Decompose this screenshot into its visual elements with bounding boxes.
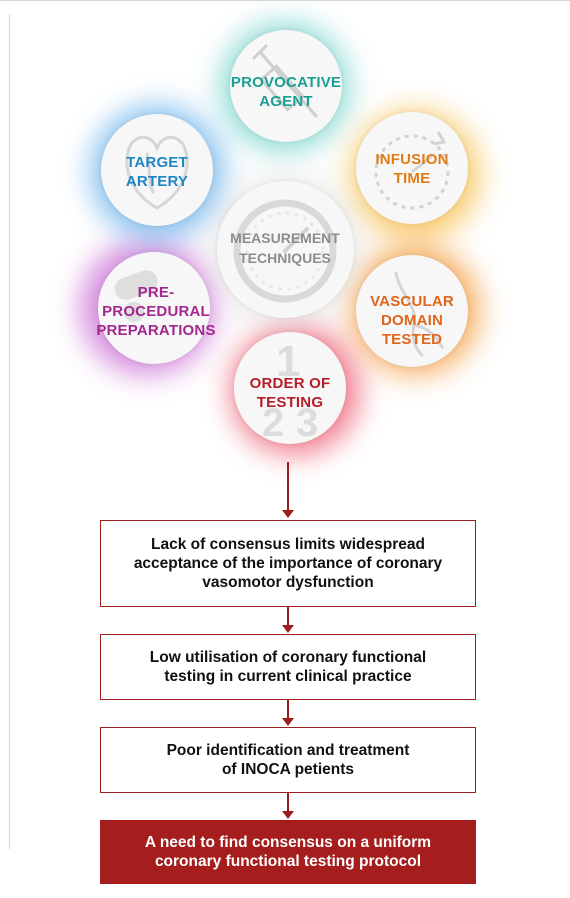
flow-box-3: Poor identification and treatment of INO… xyxy=(100,727,476,793)
bubble-order-of-testing: 1 2 3 xyxy=(234,332,346,444)
bubble-target-artery xyxy=(101,114,213,226)
flow-box-3-line-1: Poor identification and treatment xyxy=(166,742,410,759)
center-label-line-1: MEASUREMENT xyxy=(230,230,340,246)
center-circle xyxy=(217,181,354,318)
svg-text:3: 3 xyxy=(296,401,318,444)
flow-box-2: Low utilisation of coronary functional t… xyxy=(100,634,476,700)
top-rule xyxy=(0,0,570,1)
arrow-head-1 xyxy=(282,510,294,518)
arrow-line-3 xyxy=(287,700,289,720)
label-infusion-time: INFUSION TIME xyxy=(352,150,472,188)
pill-icon xyxy=(114,270,158,322)
stopwatch-icon xyxy=(374,131,450,210)
label-line: PROCEDURAL xyxy=(102,303,210,320)
arrow-head-2 xyxy=(282,625,294,633)
label-target-artery: TARGET ARTERY xyxy=(104,153,210,191)
label-line: PROVOCATIVE xyxy=(230,74,342,91)
svg-text:1: 1 xyxy=(276,337,300,386)
label-line: AGENT xyxy=(259,93,313,110)
arrow-line-1 xyxy=(287,462,289,512)
flow-box-1-line-3: vasomotor dysfunction xyxy=(202,574,374,591)
bubble-vascular-domain-tested xyxy=(356,255,468,367)
numbers-icon: 1 2 3 xyxy=(262,337,318,444)
left-rule xyxy=(9,14,10,849)
syringe-icon xyxy=(252,44,318,118)
label-line: PREPARATIONS xyxy=(96,322,216,339)
bubble-pre-procedural-preparations xyxy=(98,252,210,364)
arrow-line-4 xyxy=(287,793,289,813)
label-order-of-testing: ORDER OF TESTING xyxy=(225,374,355,412)
flow-box-1: Lack of consensus limits widespread acce… xyxy=(100,520,476,607)
arrow-line-2 xyxy=(287,607,289,627)
label-line: TIME xyxy=(393,170,431,187)
label-line: PRE- xyxy=(137,284,175,301)
label-line: ORDER OF xyxy=(249,375,331,392)
label-line: VASCULAR xyxy=(370,293,454,310)
flow-box-3-line-2: of INOCA petients xyxy=(221,761,355,778)
flow-box-1-line-2: acceptance of the importance of coronary xyxy=(133,555,443,572)
label-line: ARTERY xyxy=(125,173,189,190)
center-label: MEASUREMENT TECHNIQUES xyxy=(195,228,375,268)
flow-box-2-line-1: Low utilisation of coronary functional xyxy=(149,649,427,666)
flow-box-2-line-2: testing in current clinical practice xyxy=(164,668,412,685)
heart-icon xyxy=(125,135,189,210)
flow-box-final-line-2: coronary functional testing protocol xyxy=(154,853,422,870)
label-line: TESTED xyxy=(381,331,443,348)
center-label-line-2: TECHNIQUES xyxy=(239,250,331,266)
label-line: TARGET xyxy=(126,154,188,171)
flow-box-final-line-1: A need to find consensus on a uniform xyxy=(144,834,432,851)
label-pre-procedural-preparations: PRE- PROCEDURAL PREPARATIONS xyxy=(70,283,242,340)
bubble-provocative-agent xyxy=(230,30,342,142)
label-line: TESTING xyxy=(256,394,324,411)
arrow-head-3 xyxy=(282,718,294,726)
bubble-infusion-time xyxy=(356,112,468,224)
flow-box-1-line-1: Lack of consensus limits widespread xyxy=(151,536,425,553)
gauge-icon xyxy=(233,199,337,303)
arrow-head-4 xyxy=(282,811,294,819)
label-line: INFUSION xyxy=(375,151,449,168)
vessel-icon xyxy=(394,271,444,357)
label-line: DOMAIN xyxy=(380,312,444,329)
label-vascular-domain-tested: VASCULAR DOMAIN TESTED xyxy=(352,292,472,349)
label-provocative-agent: PROVOCATIVE AGENT xyxy=(210,73,362,111)
svg-text:2: 2 xyxy=(262,401,284,444)
flow-box-final: A need to find consensus on a uniform co… xyxy=(100,820,476,884)
